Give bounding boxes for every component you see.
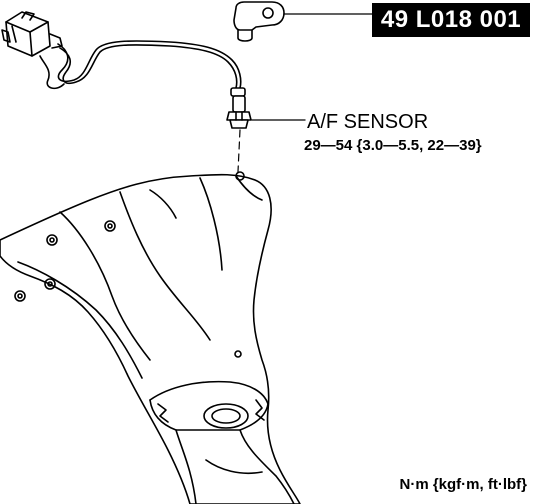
connector-icon <box>1 11 63 57</box>
tool-number-label: 49 L018 001 <box>372 3 530 37</box>
part-name-label: A/F SENSOR <box>307 111 429 133</box>
torque-units-label: N·m {kgf·m, ft·lbf} <box>399 476 528 493</box>
sst-tool-icon <box>233 1 373 42</box>
sensor-harness <box>39 40 242 90</box>
exhaust-manifold-icon <box>0 171 301 504</box>
af-sensor-icon <box>226 87 306 129</box>
torque-spec-label: 29—54 {3.0—5.5, 22—39} <box>304 137 482 154</box>
